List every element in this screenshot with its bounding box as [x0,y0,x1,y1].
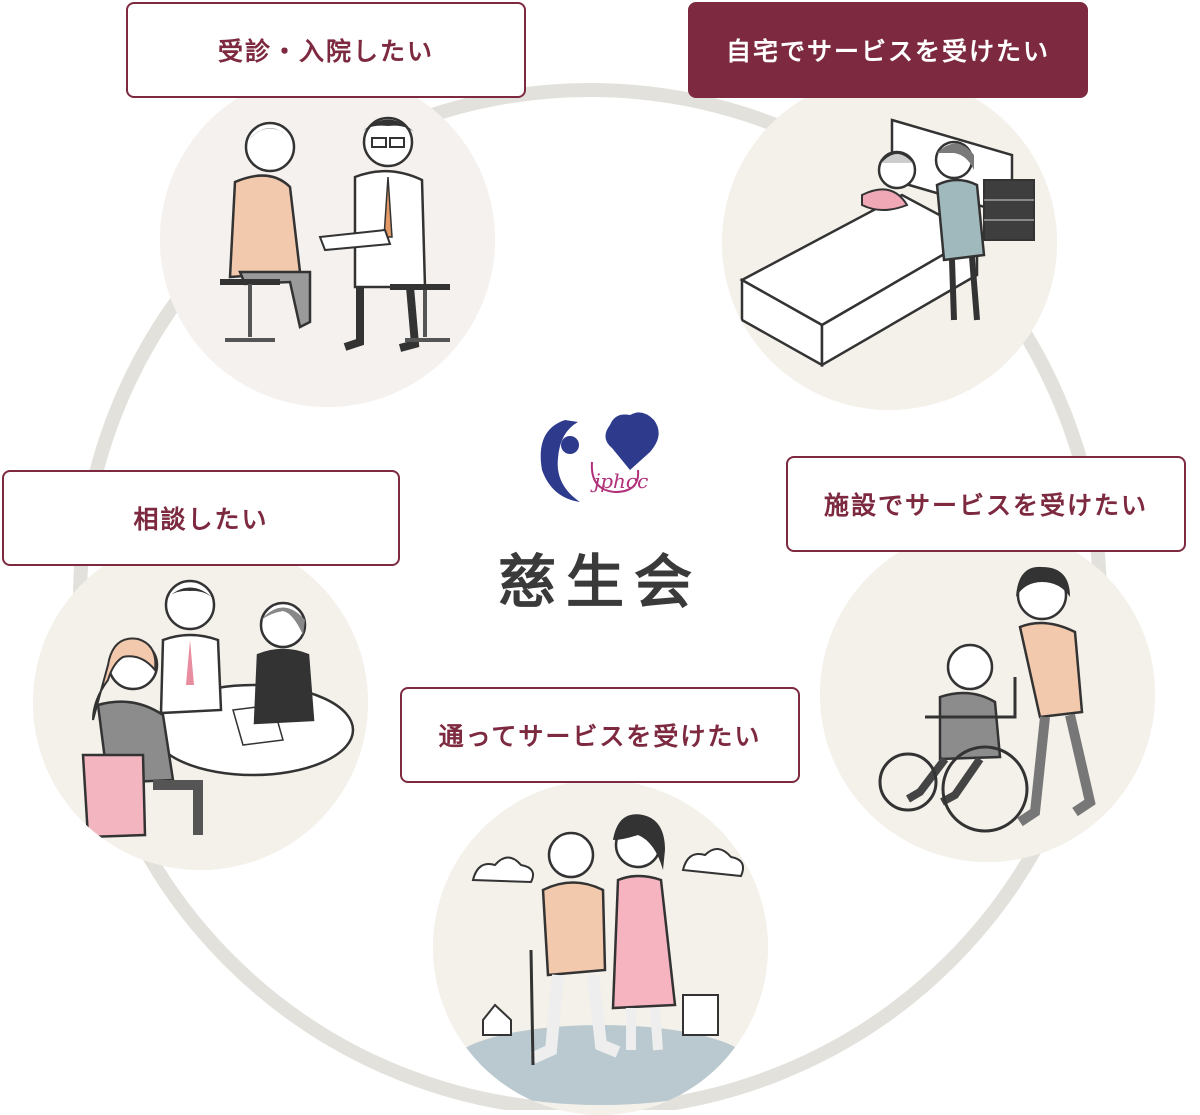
doctor-consultation-icon [160,72,495,407]
service-label-text: 自宅でサービスを受けたい [725,37,1050,66]
jphcc-logo-icon: jphcc [540,412,659,502]
logo-text: jphcc [590,469,648,493]
service-label-day-service[interactable]: 通ってサービスを受けたい [400,687,800,783]
service-label-consultation[interactable]: 相談したい [2,470,400,566]
service-label-hospital[interactable]: 受診・入院したい [126,2,526,98]
service-label-text: 受診・入院したい [217,37,434,66]
wheelchair-care-icon [820,527,1155,862]
service-label-home[interactable]: 自宅でサービスを受けたい [688,2,1088,98]
organization-name: 慈生会 [497,548,702,616]
service-label-text: 通ってサービスを受けたい [438,722,762,751]
service-label-text: 施設でサービスを受けたい [823,491,1148,520]
service-label-facility[interactable]: 施設でサービスを受けたい [786,456,1186,552]
home-care-bed-icon [722,75,1057,410]
walking-support-icon [433,780,768,1115]
consultation-meeting-icon [33,535,368,870]
service-label-text: 相談したい [133,505,269,534]
